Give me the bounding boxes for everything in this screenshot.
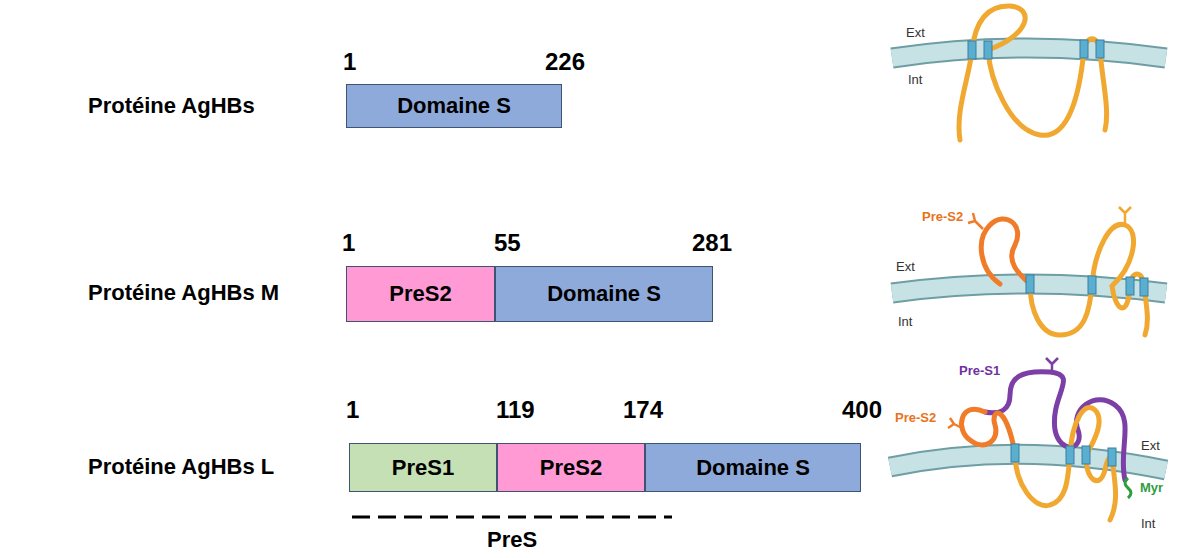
- residue-number: 1: [346, 396, 359, 424]
- residue-number: 400: [842, 396, 882, 424]
- side-label: Int: [898, 315, 912, 330]
- residue-number: 1: [343, 48, 356, 76]
- domain-name: Domaine S: [696, 455, 810, 481]
- domain-box: PreS1: [349, 443, 497, 492]
- side-label: Ext: [896, 260, 915, 275]
- protein-name: Protéine AgHBs: [88, 93, 255, 118]
- domain-label: Pre-S1: [959, 364, 1000, 379]
- domain-box: PreS2: [346, 266, 495, 322]
- domain-label: Pre-S2: [922, 210, 963, 225]
- domain-label: Pre-S2: [895, 411, 936, 426]
- residue-number: 1: [342, 229, 355, 257]
- domain-name: PreS2: [540, 455, 602, 481]
- s-protein-illustration: [892, 6, 1166, 140]
- m-protein-illustration: [892, 207, 1166, 335]
- domain-box: Domaine S: [495, 266, 713, 322]
- protein-name: Protéine AgHBs M: [88, 280, 279, 305]
- l-protein-illustration: [890, 358, 1166, 520]
- residue-number: 174: [623, 396, 663, 424]
- protein-name: Protéine AgHBs L: [88, 454, 274, 479]
- domain-box: Domaine S: [346, 84, 562, 128]
- domain-name: PreS1: [392, 455, 454, 481]
- domain-name: Domaine S: [547, 281, 661, 307]
- side-label: Int: [1141, 517, 1155, 532]
- residue-number: 226: [545, 48, 585, 76]
- residue-number: 281: [692, 229, 732, 257]
- side-label: Int: [908, 73, 922, 88]
- myristoyl-label: Myr: [1140, 481, 1163, 496]
- domain-name: PreS2: [389, 281, 451, 307]
- residue-number: 55: [494, 229, 521, 257]
- residue-number: 119: [496, 396, 535, 424]
- domain-name: Domaine S: [397, 93, 511, 119]
- domain-box: Domaine S: [645, 443, 861, 492]
- side-label: Ext: [906, 26, 925, 41]
- side-label: Ext: [1141, 439, 1160, 454]
- domain-box: PreS2: [497, 443, 645, 492]
- pres-bracket: [352, 516, 672, 519]
- region-label: PreS: [487, 527, 537, 552]
